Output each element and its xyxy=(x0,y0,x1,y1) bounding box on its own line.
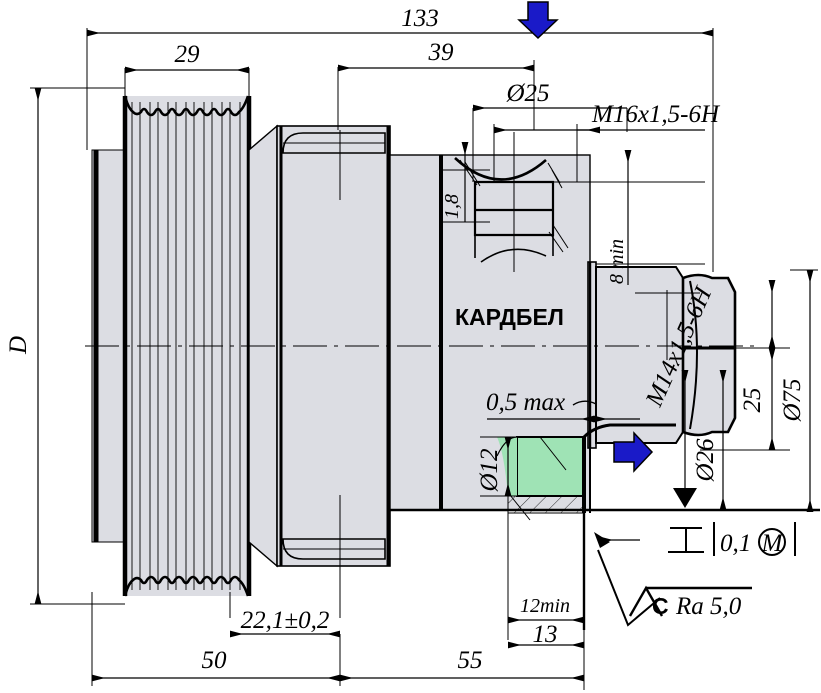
label-50: 50 xyxy=(202,647,228,674)
arrow-right-icon xyxy=(613,431,654,473)
label-D: D xyxy=(5,336,32,355)
roughness-value: Ra 5,0 xyxy=(675,593,742,620)
label-22-1: 22,1±0,2 xyxy=(241,607,330,634)
mmc-letter: M xyxy=(761,530,784,557)
mmc-circle xyxy=(758,528,786,556)
gdt-annotations: 0,1 M C Ra 5,0 xyxy=(594,522,796,627)
label-8min: 8 min xyxy=(606,239,628,284)
pulley-bottom-profile xyxy=(123,575,250,597)
label-29: 29 xyxy=(175,41,201,68)
part-geometry xyxy=(85,95,820,630)
blue-arrows xyxy=(517,1,654,473)
label-133: 133 xyxy=(401,5,439,32)
label-25: 25 xyxy=(739,388,766,413)
label-m16: M16x1,5-6H xyxy=(591,101,721,128)
label-55: 55 xyxy=(458,647,483,674)
arrow-down-icon xyxy=(517,1,559,40)
bore-arc-bottom xyxy=(480,248,547,263)
brand-label: КАРДБЕЛ xyxy=(455,304,564,330)
label-dia25: Ø25 xyxy=(505,80,549,107)
pulley-top-profile xyxy=(123,95,250,117)
tolerance-value: 0,1 xyxy=(720,530,751,557)
label-13: 13 xyxy=(533,621,558,648)
label-1-8: 1,8 xyxy=(441,194,463,219)
roughness-leader xyxy=(597,549,661,627)
dimension-lines xyxy=(30,28,818,690)
label-dia26: Ø26 xyxy=(692,438,719,483)
highlighted-face xyxy=(516,436,585,497)
datum-letter: C xyxy=(652,593,669,619)
label-05max: 0,5 max xyxy=(486,389,565,416)
label-39: 39 xyxy=(428,39,455,66)
label-dia12: Ø12 xyxy=(476,448,503,492)
label-dia75: Ø75 xyxy=(779,378,806,422)
label-12min: 12min xyxy=(520,595,570,617)
